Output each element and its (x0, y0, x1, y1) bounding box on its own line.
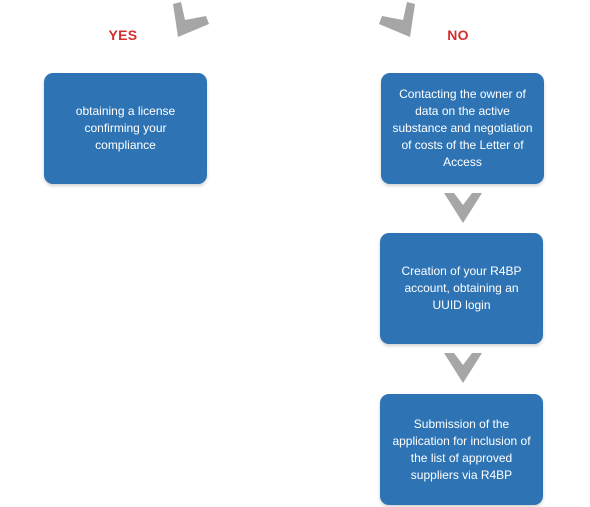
no-label: NO (447, 27, 469, 43)
no-step-2-text: Creation of your R4BP account, obtaining… (401, 264, 522, 312)
yes-branch-arrow-icon (173, 2, 209, 37)
no-step-2-box: Creation of your R4BP account, obtaining… (380, 233, 543, 344)
yes-step-text: obtaining a license confirming your comp… (75, 104, 176, 152)
yes-label: YES (108, 27, 138, 43)
no-step-3-box: Submission of the application for inclus… (380, 394, 543, 505)
no-branch-arrow-icon (379, 2, 415, 37)
chevron-down-icon (444, 193, 482, 223)
yes-step-box: obtaining a license confirming your comp… (44, 73, 207, 184)
no-step-3-text: Submission of the application for inclus… (392, 416, 531, 482)
no-step-1-box: Contacting the owner of data on the acti… (381, 73, 544, 184)
no-step-1-text: Contacting the owner of data on the acti… (392, 87, 533, 169)
chevron-down-icon (444, 353, 482, 383)
